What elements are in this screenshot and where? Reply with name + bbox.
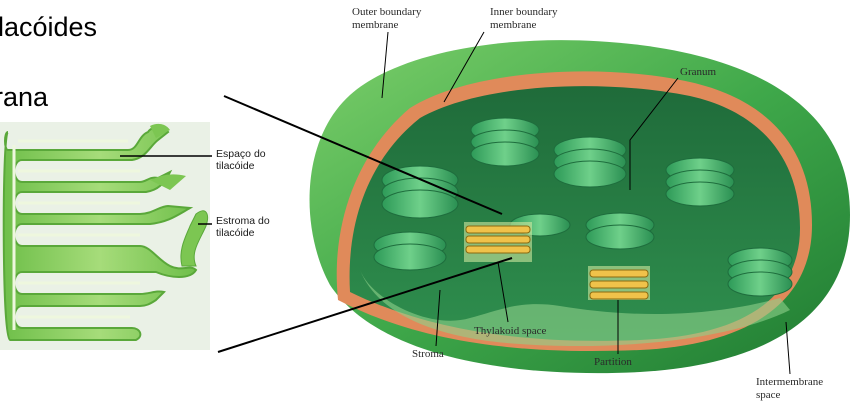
label-thylakoid-space: Thylakoid space	[474, 325, 546, 338]
label-partition: Partition	[594, 356, 632, 369]
partition-stack	[588, 266, 650, 300]
chloroplast-illustration	[310, 32, 850, 374]
label-thylakoid-stroma-pt: Estroma do tilacóide	[216, 215, 270, 239]
label-granum: Granum	[680, 66, 716, 79]
highlighted-thylakoid-stack	[464, 222, 532, 262]
thylakoid-membrane-illustration	[0, 122, 212, 350]
label-stroma: Stroma	[412, 348, 444, 361]
label-thylakoid-space-pt: Espaço do tilacóide	[216, 148, 266, 172]
label-intermembrane-space: Intermembrane space	[756, 376, 823, 401]
label-outer-membrane: Outer boundary membrane	[352, 6, 421, 31]
label-inner-membrane: Inner boundary membrane	[490, 6, 558, 31]
